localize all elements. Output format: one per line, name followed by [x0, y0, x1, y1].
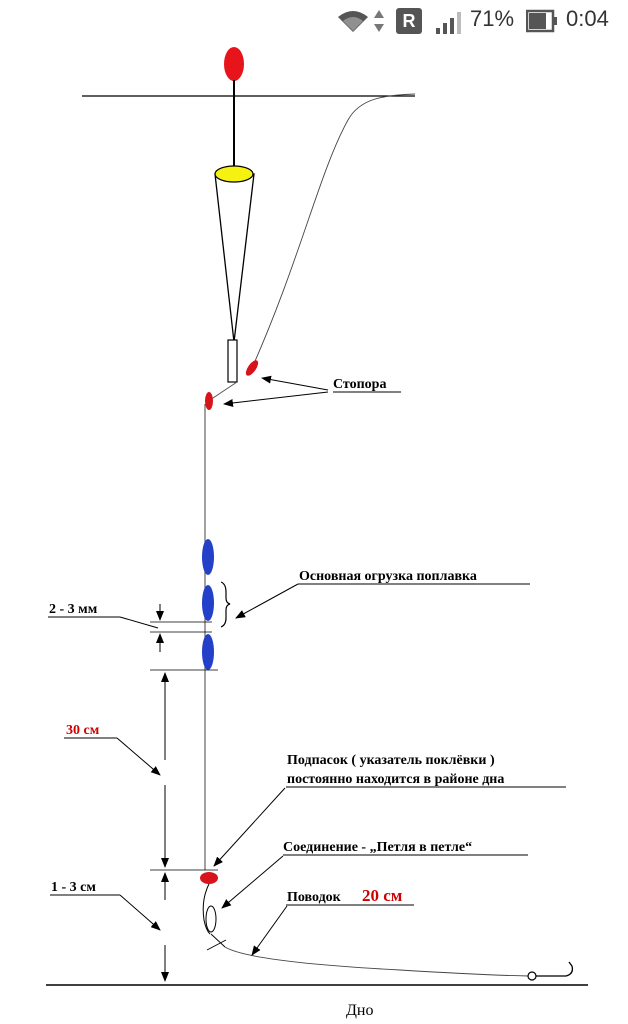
leash-length-label: 20 см: [362, 886, 403, 905]
indicator-label-line1: Подпасок ( указатель поклёвки ): [287, 753, 495, 768]
float: [214, 47, 255, 383]
leash-line: [224, 946, 529, 977]
hook-eye: [527, 971, 537, 981]
main-line-to-rod: [251, 93, 416, 369]
sinker: [202, 634, 214, 670]
roaming-r-icon: R: [396, 8, 422, 34]
float-body: [214, 173, 255, 343]
sinker: [202, 585, 214, 621]
signal-bars-icon: [436, 12, 461, 34]
main-weight-label: Основная огрузка поплавка: [299, 569, 477, 584]
loop-connection: [205, 905, 217, 933]
sinker: [202, 539, 214, 575]
battery-level: 71%: [470, 6, 515, 31]
stoppers-label: Стопора: [333, 377, 386, 392]
bottom-label: Дно: [346, 1002, 373, 1019]
float-top: [214, 165, 254, 183]
wifi-icon: [338, 11, 368, 32]
data-arrows-icon: [374, 10, 384, 32]
leash-label: Поводок: [287, 890, 342, 905]
float-keel: [227, 339, 238, 383]
sinker-brace: [220, 581, 231, 628]
gap-mm-label: 2 - 3 мм: [49, 602, 98, 617]
clock: 0:04: [566, 6, 609, 31]
bite-indicator-shot: [200, 872, 218, 884]
connection-label: Соединение - „Петля в петле“: [283, 840, 472, 855]
stopper-lower: [205, 392, 213, 410]
gap-cm-label: 1 - 3 см: [51, 880, 96, 895]
hook: [536, 961, 574, 977]
float-tip: [224, 47, 244, 81]
length-30-label: 30 см: [66, 723, 100, 738]
indicator-label-line2: постоянно находится в районе дна: [287, 772, 504, 787]
status-bar: R 71% 0:04: [0, 0, 628, 44]
stopper-upper: [245, 360, 259, 376]
battery-icon: [526, 9, 557, 33]
